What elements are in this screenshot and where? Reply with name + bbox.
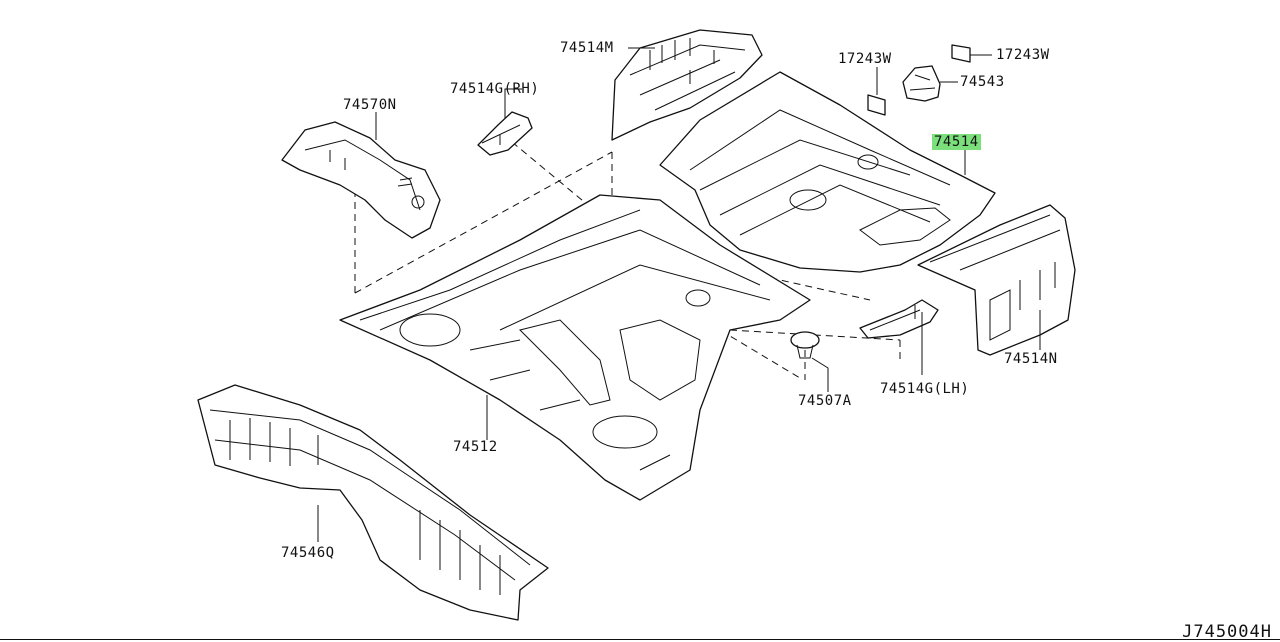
part-74507A-plug <box>790 331 820 359</box>
diagram-reference-code: J745004H <box>1182 622 1272 642</box>
part-74514M <box>611 29 763 141</box>
part-74514G-RH <box>477 111 533 156</box>
label-74543: 74543 <box>960 74 1005 90</box>
label-74514-highlighted: 74514 <box>932 134 981 150</box>
part-74514G-LH <box>859 299 939 339</box>
part-74543 <box>902 65 941 102</box>
leader-lines <box>317 47 1041 542</box>
part-74570N <box>281 121 441 239</box>
part-17243W-pads <box>867 44 971 116</box>
label-74514G-LH: 74514G(LH) <box>880 381 970 397</box>
part-74514N <box>917 204 1076 356</box>
label-74514G-RH: 74514G(RH) <box>450 81 540 97</box>
part-74514-rear-floor <box>659 71 996 273</box>
label-74514N: 74514N <box>1004 351 1058 367</box>
label-74570N: 74570N <box>343 97 397 113</box>
label-17243W-right: 17243W <box>996 47 1050 63</box>
label-74512: 74512 <box>453 439 498 455</box>
label-74507A: 74507A <box>798 393 852 409</box>
part-74546Q-rear-panel <box>197 384 549 621</box>
label-74546Q: 74546Q <box>281 545 335 561</box>
part-74512-front-floor <box>339 194 811 501</box>
label-17243W-left: 17243W <box>838 51 892 67</box>
label-74514M: 74514M <box>560 40 614 56</box>
